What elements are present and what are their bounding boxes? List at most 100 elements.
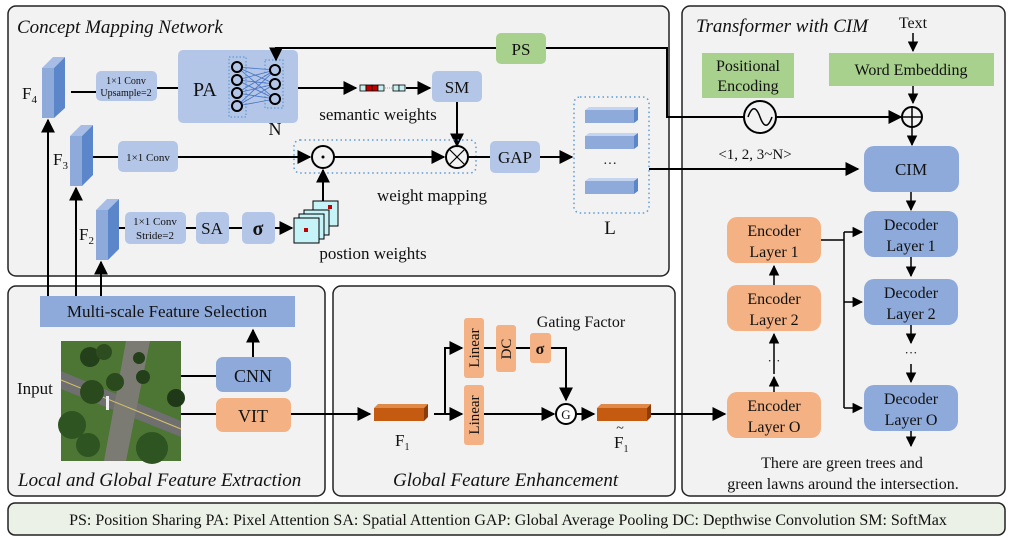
legend-panel xyxy=(7,502,1006,536)
encoder-o-line1: Encoder xyxy=(747,398,801,415)
gap-box xyxy=(490,141,540,173)
encoder-2-line1: Encoder xyxy=(747,291,801,308)
title-transformer: Transformer with CIM xyxy=(696,16,869,37)
gating-sigma-box xyxy=(530,333,551,363)
encoder-layer-1 xyxy=(727,217,821,263)
input-aerial-image xyxy=(58,341,185,464)
neural-net-icon xyxy=(228,56,284,118)
conv-stride-line1: 1×1 Conv xyxy=(133,216,177,228)
sa-label: SA xyxy=(201,219,223,238)
dc-label: DC xyxy=(499,339,515,360)
sequence-label: <1, 2, 3~N> xyxy=(718,147,791,163)
position-weights-maps xyxy=(293,200,339,244)
caption-line2: green lawns around the intersection. xyxy=(727,476,958,493)
pa-n-label: N xyxy=(269,119,282,139)
panel-concept-mapping xyxy=(7,5,670,277)
decoder-o-line2: Layer O xyxy=(885,412,938,429)
feature-map-f2 xyxy=(96,199,119,260)
linear-bottom-box xyxy=(464,385,484,445)
l-ellipsis: ··· xyxy=(603,157,617,172)
softmax-box xyxy=(432,71,482,102)
cim-box xyxy=(864,146,959,192)
gating-factor-label: Gating Factor xyxy=(537,314,626,331)
conv-upsample-line1: 1×1 Conv xyxy=(106,76,146,87)
l-stack-region xyxy=(573,96,650,214)
decoder-layer-o xyxy=(864,385,958,431)
text-input-label: Text xyxy=(899,15,928,32)
positional-encoding-box xyxy=(702,53,794,98)
gate-g-label: G xyxy=(561,407,570,422)
decoder-1-line1: Decoder xyxy=(884,217,939,234)
pixel-attention-box xyxy=(178,50,298,123)
sigmoid-box xyxy=(242,212,275,244)
label-f2: F2 xyxy=(79,225,94,247)
semantic-weights-label: semantic weights xyxy=(319,105,437,124)
decoder-layer-1 xyxy=(864,211,958,257)
word-embedding-label: Word Embedding xyxy=(855,62,968,79)
encoder-layer-o xyxy=(727,392,821,438)
linear-bottom-label: Linear xyxy=(467,395,483,434)
sm-label: SM xyxy=(445,78,470,97)
decoder-ellipsis: ··· xyxy=(905,345,918,360)
legend-text: PS: Position Sharing PA: Pixel Attention… xyxy=(69,512,947,529)
ps-label: PS xyxy=(512,40,531,59)
cnn-box xyxy=(216,357,291,392)
add-icon xyxy=(901,106,923,128)
cnn-label: CNN xyxy=(234,366,272,386)
title-local-global: Local and Global Feature Extraction xyxy=(17,470,301,491)
linear-top-box xyxy=(464,318,484,378)
feature-f1-tilde-block xyxy=(597,404,651,421)
feature-map-f4 xyxy=(42,57,65,118)
vit-label: VIT xyxy=(238,406,268,426)
conv-f3-box xyxy=(118,141,178,172)
encoder-ellipsis: ··· xyxy=(768,353,781,368)
f1-tilde-label: F1 xyxy=(614,433,628,455)
sigma-label: σ xyxy=(253,218,264,240)
position-sharing-box xyxy=(496,33,546,64)
linear-top-label: Linear xyxy=(467,328,483,367)
label-f4: F4 xyxy=(22,84,37,106)
positional-line2: Encoding xyxy=(717,78,778,95)
depthwise-conv-box xyxy=(496,325,516,372)
cim-label: CIM xyxy=(895,160,927,179)
decoder-2-line2: Layer 2 xyxy=(886,306,935,323)
feature-f1-block xyxy=(374,404,428,421)
l-feature-vectors xyxy=(585,107,638,194)
msfs-label: Multi-scale Feature Selection xyxy=(67,302,268,321)
spatial-attention-box xyxy=(196,212,229,244)
f1-tilde-symbol: ~ xyxy=(616,421,624,436)
word-embedding-box xyxy=(829,53,994,86)
gating-sigma-label: σ xyxy=(536,341,545,358)
vit-box xyxy=(216,398,291,432)
msfs-box xyxy=(40,296,295,327)
position-weights-label: postion weights xyxy=(319,244,426,263)
sine-wave-icon xyxy=(743,100,777,134)
weight-mapping-label: weight mapping xyxy=(377,186,488,205)
caption-line1: There are green trees and xyxy=(761,455,923,472)
conv-f3-label: 1×1 Conv xyxy=(126,152,170,164)
f1-label: F1 xyxy=(395,431,409,453)
encoder-1-line1: Encoder xyxy=(747,223,801,240)
feature-map-f3 xyxy=(70,125,93,186)
semantic-weights-vector xyxy=(359,84,406,92)
panel-global-enhancement xyxy=(332,285,676,497)
conv-upsample-box xyxy=(96,71,157,101)
gap-label: GAP xyxy=(498,148,532,167)
decoder-2-line1: Decoder xyxy=(884,285,939,302)
input-label: Input xyxy=(17,379,53,398)
decoder-layer-2 xyxy=(864,279,958,325)
encoder-layer-2 xyxy=(727,285,821,331)
label-f3: F3 xyxy=(53,150,68,172)
decoder-o-line1: Decoder xyxy=(884,391,939,408)
encoder-o-line2: Layer O xyxy=(748,419,801,436)
encoder-1-line2: Layer 1 xyxy=(749,244,798,261)
conv-stride-line2: Stride=2 xyxy=(136,230,174,242)
title-concept-mapping: Concept Mapping Network xyxy=(17,17,223,38)
encoder-2-line2: Layer 2 xyxy=(749,312,798,329)
conv-stride-box xyxy=(125,212,186,244)
decoder-1-line2: Layer 1 xyxy=(886,238,935,255)
pa-label: PA xyxy=(193,79,217,101)
l-label: L xyxy=(604,218,616,239)
title-global-enhancement: Global Feature Enhancement xyxy=(393,470,619,491)
